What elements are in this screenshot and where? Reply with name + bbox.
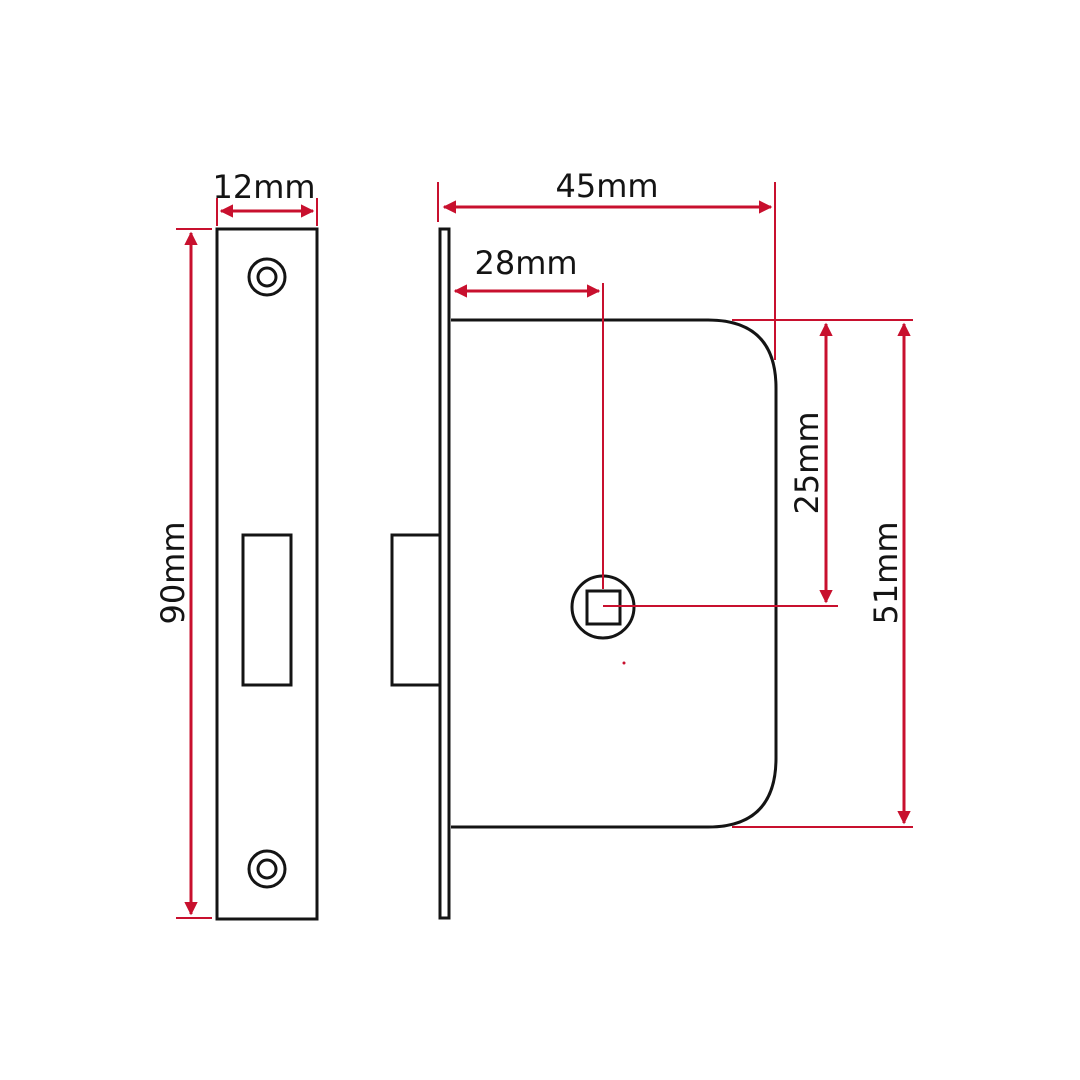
faceplate-width-label: 12mm bbox=[212, 168, 315, 206]
backset-depth-label: 45mm bbox=[555, 167, 658, 205]
dimension-45mm: 45mm bbox=[437, 167, 776, 360]
dimension-90mm: 90mm bbox=[154, 228, 212, 919]
faceplate-front-view bbox=[215, 227, 319, 921]
case-height-label: 51mm bbox=[867, 521, 905, 624]
latch-slot bbox=[241, 533, 293, 687]
spindle-to-top-label: 25mm bbox=[788, 411, 826, 514]
faceplate-height-label: 90mm bbox=[154, 521, 192, 624]
marker-dot bbox=[622, 661, 626, 665]
dimension-51mm: 51mm bbox=[732, 322, 913, 828]
dimension-28mm: 28mm bbox=[453, 244, 604, 589]
dimension-25mm: 25mm bbox=[603, 319, 913, 607]
dimension-12mm: 12mm bbox=[212, 168, 318, 226]
faceplate-outline bbox=[215, 227, 319, 921]
screw-hole-top bbox=[247, 257, 287, 297]
lock-case bbox=[451, 318, 778, 829]
latch-bolt bbox=[390, 533, 442, 687]
spindle-backset-label: 28mm bbox=[474, 244, 577, 282]
lock-body-side-view bbox=[390, 227, 778, 920]
screw-hole-bottom bbox=[247, 849, 287, 889]
